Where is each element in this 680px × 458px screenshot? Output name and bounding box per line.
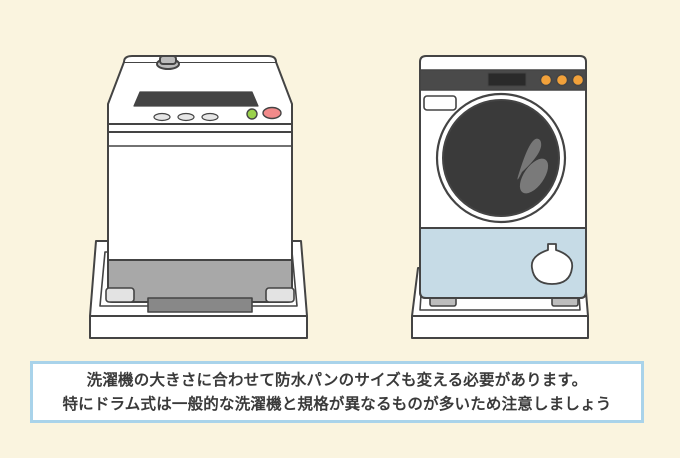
illustration <box>89 55 589 339</box>
caption-line-1: 洗濯機の大きさに合わせて防水パンのサイズも変える必要があります。 <box>86 371 588 389</box>
drum-washing-machine-icon <box>411 55 589 339</box>
caption-box: 洗濯機の大きさに合わせて防水パンのサイズも変える必要があります。 特にドラム式は… <box>30 361 644 423</box>
caption-line-2: 特にドラム式は一般的な洗濯機と規格が異なるものが多いため注意しましょう <box>62 395 612 413</box>
top-loading-washing-machine-icon <box>89 55 308 339</box>
